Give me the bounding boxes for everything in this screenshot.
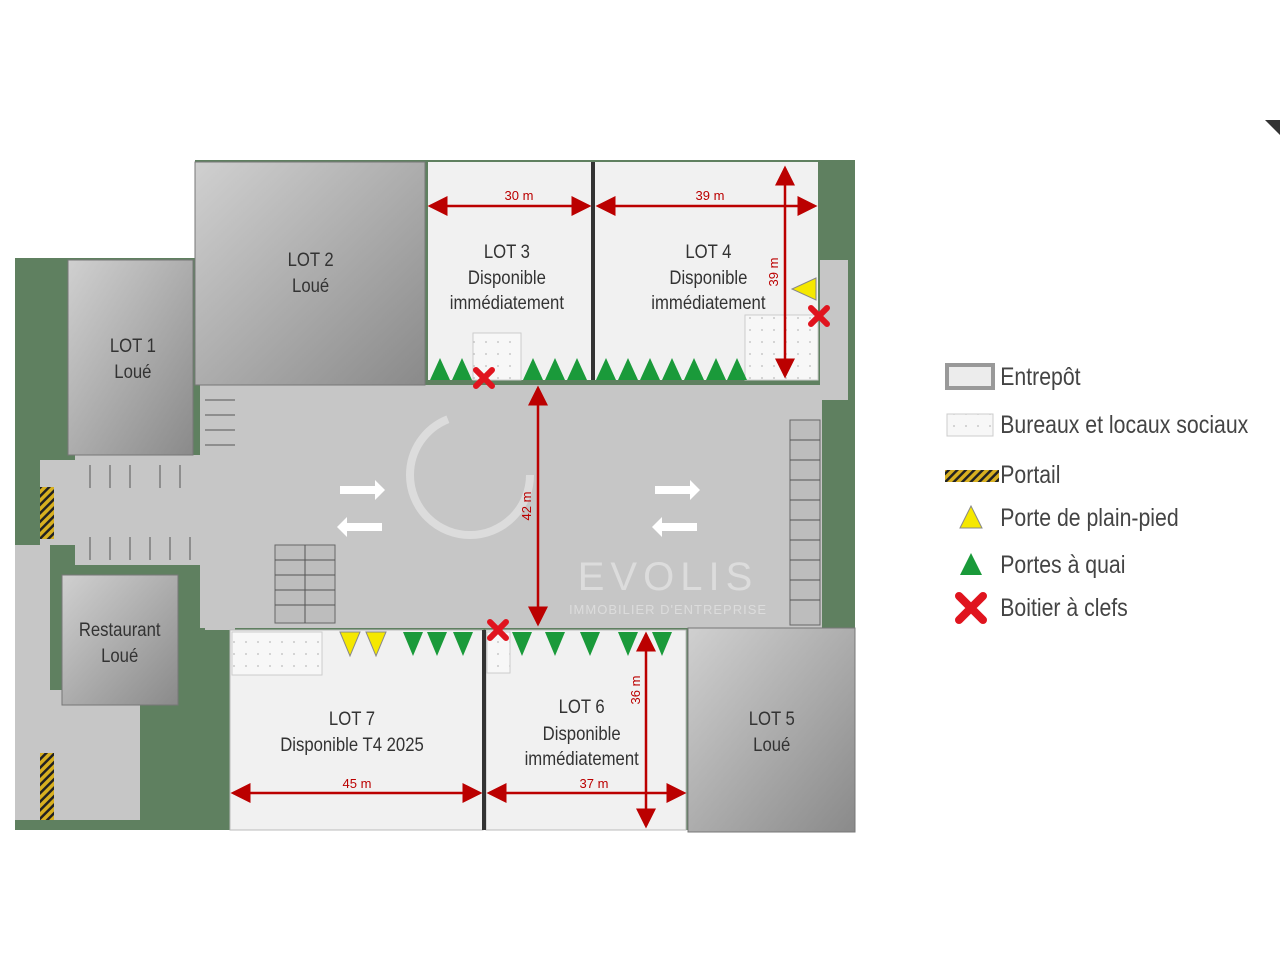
green-triangle-icon — [960, 553, 982, 575]
gate-west-lower — [40, 753, 54, 820]
lot2-name: LOT 2 — [288, 249, 334, 270]
lot5-building — [687, 627, 856, 833]
lot1-status: Loué — [114, 361, 151, 382]
lot6-status: immédiatement — [525, 748, 639, 769]
lot4-name: LOT 4 — [685, 241, 731, 262]
dim-lot6-depth: 36 m — [628, 676, 643, 705]
dim-courtyard: 42 m — [519, 492, 534, 521]
lot2-building — [194, 161, 426, 386]
restaurant-name: Restaurant — [79, 619, 161, 640]
dim-lot3-width: 30 m — [505, 188, 534, 203]
yellow-triangle-icon — [959, 504, 983, 529]
dock-doors — [403, 358, 747, 656]
gate-swatch-icon — [945, 470, 999, 482]
lot7-name: LOT 7 — [329, 708, 375, 729]
restaurant-building — [61, 574, 179, 706]
parking-lines — [89, 399, 820, 623]
lot6-status: Disponible — [543, 723, 621, 744]
lot4-status: Disponible — [669, 267, 747, 288]
office-area — [744, 314, 819, 381]
lot5-name: LOT 5 — [749, 708, 795, 729]
lot3-status: immédiatement — [450, 292, 564, 313]
red-cross-icon — [955, 592, 987, 624]
dim-lot4-depth: 39 m — [766, 258, 781, 287]
dimension-lines — [230, 165, 818, 829]
lot2-status: Loué — [292, 275, 329, 296]
office-swatch-icon — [946, 413, 994, 437]
traffic-arrows — [337, 480, 700, 537]
lot4-status: immédiatement — [651, 292, 765, 313]
dim-lot4-width: 39 m — [696, 188, 725, 203]
lot1-building — [67, 259, 194, 456]
restaurant-status: Loué — [101, 645, 138, 666]
lot1-name: LOT 1 — [110, 335, 156, 356]
lot6-name: LOT 6 — [559, 696, 605, 717]
gate-west-upper — [40, 487, 54, 539]
key-boxes — [473, 305, 830, 641]
lot3-name: LOT 3 — [484, 241, 530, 262]
office-area — [231, 631, 323, 676]
dim-lot7-width: 45 m — [343, 776, 372, 791]
lot3-status: Disponible — [468, 267, 546, 288]
corner-mark — [1265, 120, 1280, 135]
lot5-status: Loué — [753, 734, 790, 755]
dim-lot6-width: 37 m — [580, 776, 609, 791]
watermark-brand: EVOLIS — [578, 555, 759, 599]
watermark-tagline: IMMOBILIER D'ENTREPRISE — [569, 602, 767, 617]
lot7-status: Disponible T4 2025 — [280, 734, 424, 755]
warehouse-swatch-icon — [945, 363, 995, 390]
roads — [15, 260, 848, 820]
ground-doors — [339, 277, 817, 658]
